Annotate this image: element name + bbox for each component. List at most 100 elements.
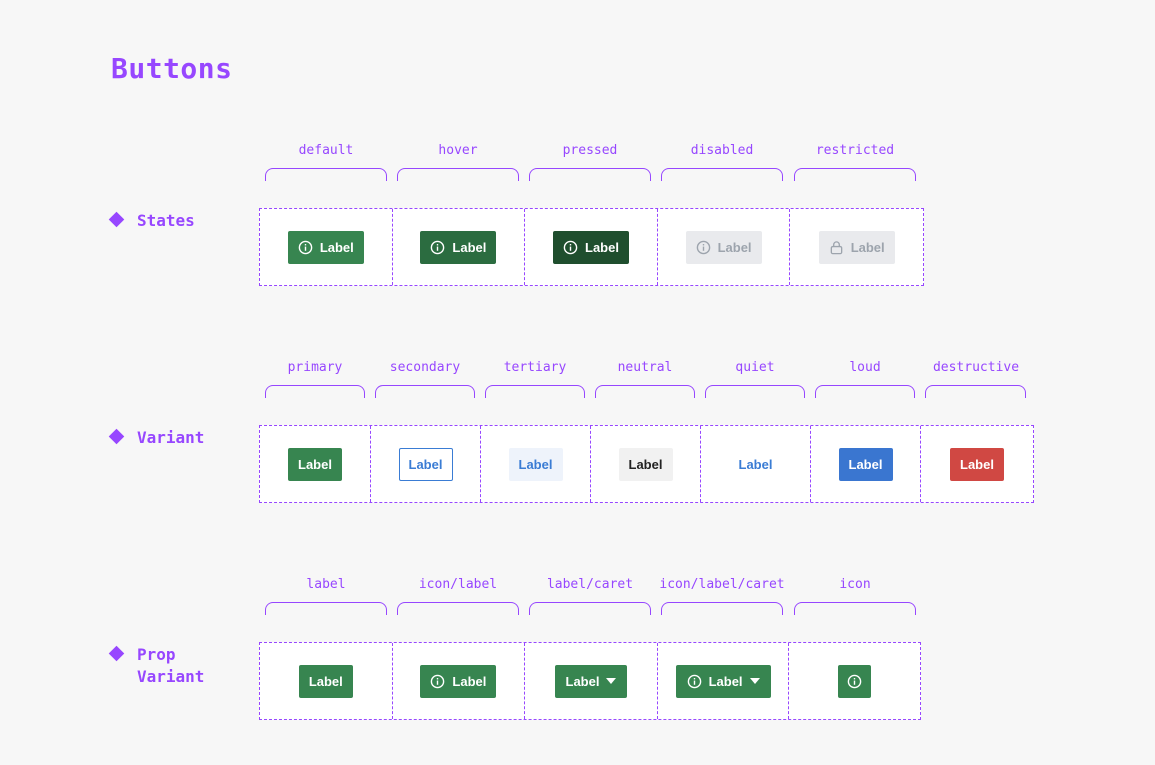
- column-header-label-caret: label/caret: [546, 577, 634, 592]
- info-icon: [563, 240, 578, 255]
- button-label: Label: [585, 239, 619, 255]
- diamond-icon: [108, 645, 125, 662]
- column-bracket: [265, 602, 387, 615]
- row-label-states: States: [108, 210, 195, 232]
- button-label: Label: [960, 456, 994, 472]
- info-icon: [687, 674, 702, 689]
- label-button-primary[interactable]: Label: [288, 447, 342, 481]
- variant-cell-loud: Label: [811, 426, 921, 502]
- button-label: Label: [717, 239, 752, 255]
- prop-cell-label-caret: Label: [525, 643, 658, 719]
- button-label: Label: [565, 673, 600, 689]
- label-button-icon-label-caret[interactable]: Label: [675, 664, 771, 698]
- prop-cell-icon-label-caret: Label: [658, 643, 790, 719]
- column-header-icon: icon: [839, 577, 871, 592]
- states-cell-restricted: Label: [790, 209, 923, 285]
- column-bracket: [661, 602, 783, 615]
- label-button-disabled[interactable]: Label: [685, 230, 762, 264]
- label-button-default[interactable]: Label: [287, 230, 364, 264]
- button-label: Label: [708, 673, 743, 689]
- column-bracket: [375, 385, 475, 398]
- label-button-label-caret[interactable]: Label: [554, 664, 627, 698]
- column-header-label: label: [306, 577, 346, 592]
- variant-cell-tertiary: Label: [481, 426, 591, 502]
- column-bracket: [529, 602, 651, 615]
- column-header-icon-label: icon/label: [418, 577, 498, 592]
- prop-cell-icon-label: Label: [393, 643, 526, 719]
- column-bracket: [794, 168, 916, 181]
- column-bracket: [595, 385, 695, 398]
- column-bracket: [397, 168, 519, 181]
- lock-icon: [829, 240, 844, 255]
- states-cell-default: Label: [260, 209, 393, 285]
- label-button-pressed[interactable]: Label: [552, 230, 629, 264]
- column-header-pressed: pressed: [562, 143, 618, 158]
- label-button-hover[interactable]: Label: [420, 230, 497, 264]
- column-bracket: [485, 385, 585, 398]
- info-icon: [430, 674, 445, 689]
- button-label: Label: [452, 673, 487, 689]
- page-title: Buttons: [111, 52, 233, 85]
- variant-cell-primary: Label: [260, 426, 371, 502]
- column-bracket: [397, 602, 519, 615]
- column-header-hover: hover: [438, 143, 478, 158]
- prop-variant-grid: Label Label Label Label: [259, 642, 921, 720]
- label-button-neutral[interactable]: Label: [618, 447, 673, 481]
- button-label: Label: [408, 456, 443, 472]
- info-icon: [430, 240, 445, 255]
- diamond-icon: [108, 428, 125, 445]
- column-header-loud: loud: [849, 360, 881, 375]
- button-label: Label: [298, 456, 332, 472]
- states-cell-hover: Label: [393, 209, 526, 285]
- column-header-secondary: secondary: [389, 360, 461, 375]
- column-header-quiet: quiet: [735, 360, 775, 375]
- column-bracket: [705, 385, 805, 398]
- prop-cell-icon: [789, 643, 920, 719]
- column-header-tertiary: tertiary: [503, 360, 567, 375]
- info-icon: [847, 674, 862, 689]
- variant-cell-destructive: Label: [921, 426, 1033, 502]
- column-bracket: [265, 385, 365, 398]
- variant-cell-neutral: Label: [591, 426, 701, 502]
- column-bracket: [794, 602, 916, 615]
- diamond-icon: [108, 211, 125, 228]
- column-header-icon-label-caret: icon/label/caret: [659, 577, 785, 592]
- info-icon: [298, 240, 313, 255]
- button-label: Label: [848, 456, 883, 472]
- prop-cell-label: Label: [260, 643, 393, 719]
- label-button-destructive[interactable]: Label: [950, 447, 1004, 481]
- states-grid: Label Label Label: [259, 208, 924, 286]
- button-label: Label: [319, 239, 354, 255]
- variant-cell-quiet: Label: [701, 426, 811, 502]
- button-label: Label: [738, 456, 773, 472]
- label-button-restricted[interactable]: Label: [818, 230, 895, 264]
- column-bracket: [925, 385, 1026, 398]
- caret-down-icon: [749, 678, 760, 684]
- column-header-restricted: restricted: [815, 143, 895, 158]
- column-bracket: [661, 168, 783, 181]
- icon-only-button[interactable]: [838, 664, 872, 698]
- label-button-icon-label[interactable]: Label: [420, 664, 497, 698]
- column-bracket: [529, 168, 651, 181]
- column-bracket: [265, 168, 387, 181]
- label-button-label-only[interactable]: Label: [298, 664, 353, 698]
- states-cell-pressed: Label: [525, 209, 658, 285]
- row-label-variant: Variant: [108, 427, 204, 449]
- states-cell-disabled: Label: [658, 209, 791, 285]
- column-header-default: default: [298, 143, 354, 158]
- column-header-primary: primary: [287, 360, 343, 375]
- info-icon: [696, 240, 711, 255]
- label-button-quiet[interactable]: Label: [729, 448, 783, 481]
- button-label: Label: [452, 239, 487, 255]
- button-label: Label: [308, 673, 343, 689]
- column-bracket: [815, 385, 915, 398]
- variant-grid: Label Label Label Label Label Label: [259, 425, 1034, 503]
- label-button-tertiary[interactable]: Label: [508, 447, 563, 481]
- button-label: Label: [850, 239, 885, 255]
- column-header-neutral: neutral: [617, 360, 673, 375]
- button-label: Label: [518, 456, 553, 472]
- label-button-secondary[interactable]: Label: [398, 447, 453, 481]
- variant-cell-secondary: Label: [371, 426, 481, 502]
- button-label: Label: [628, 456, 663, 472]
- label-button-loud[interactable]: Label: [838, 447, 893, 481]
